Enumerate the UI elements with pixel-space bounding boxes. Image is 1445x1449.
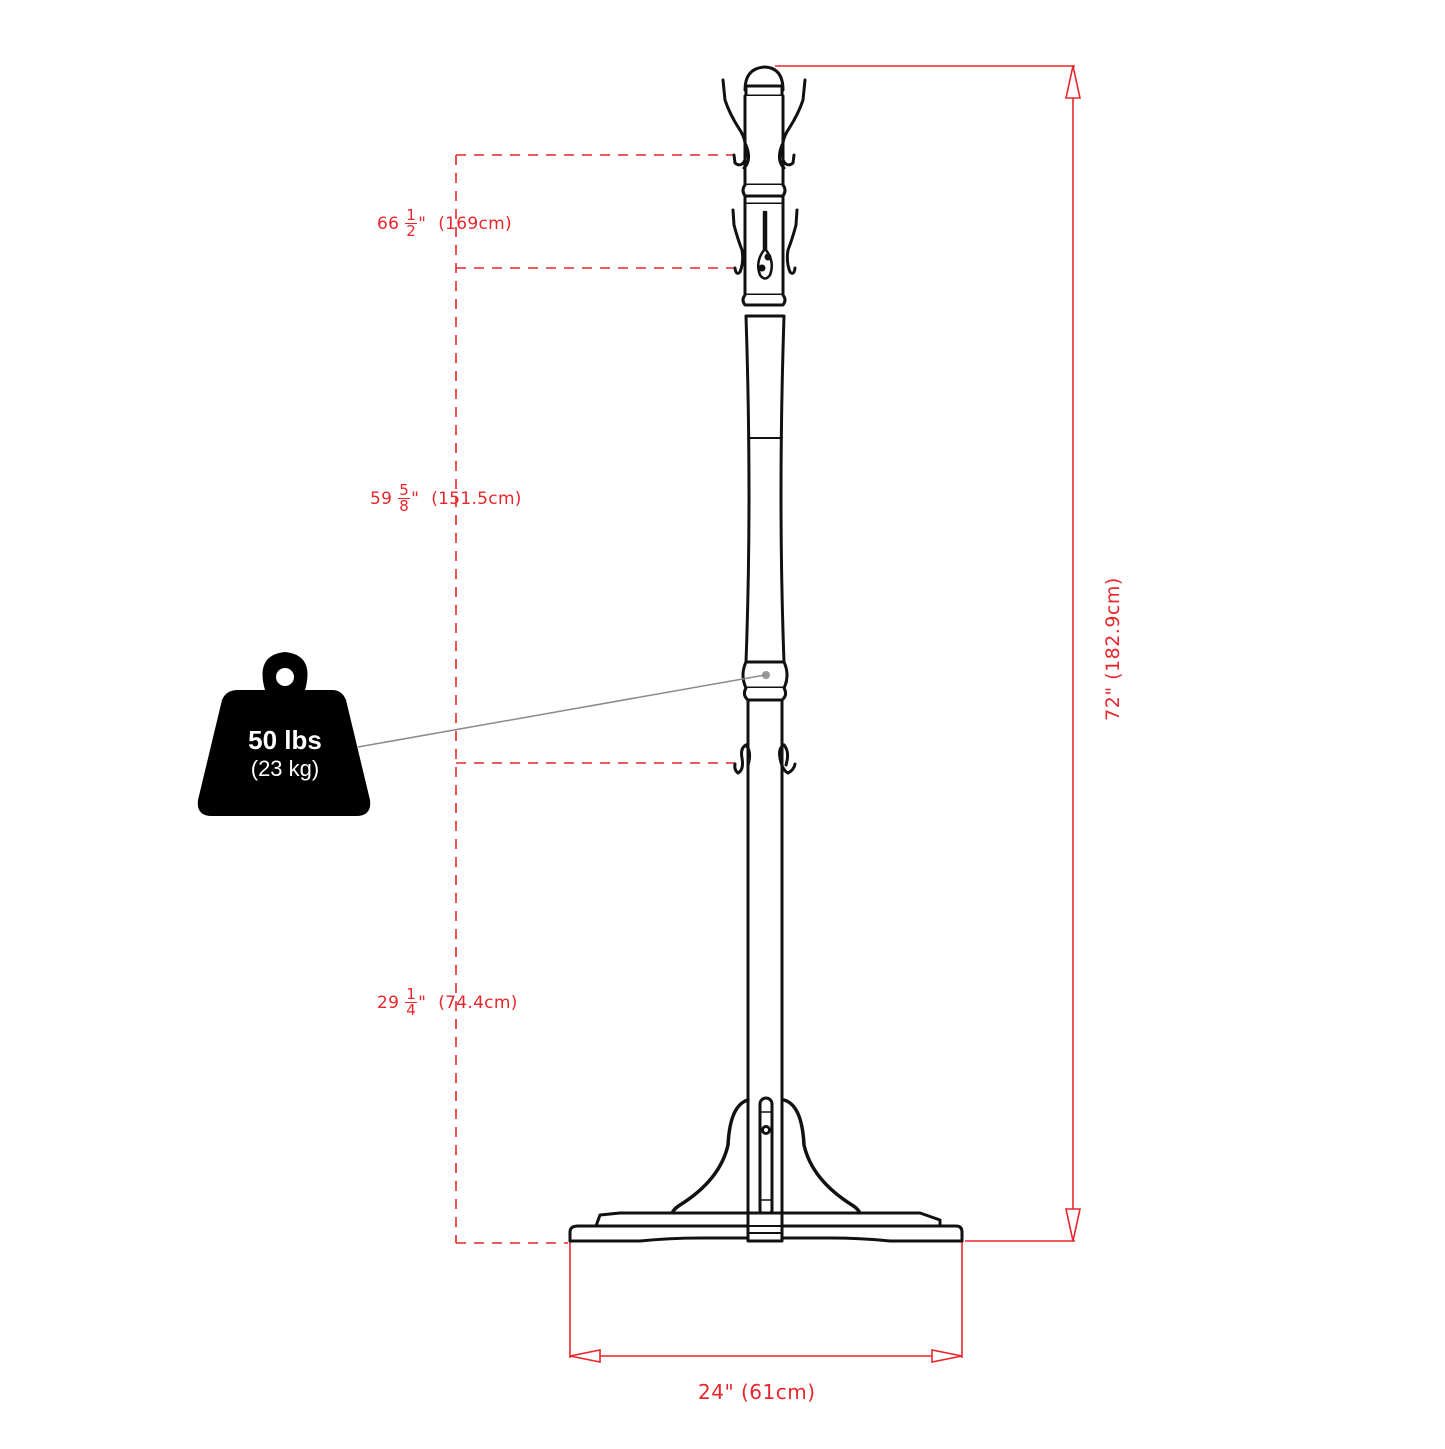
lower-hook-height-label: 29 1 4 " (74.4cm) xyxy=(377,985,518,1019)
middle-hook-height-label: 59 5 8 " (151.5cm) xyxy=(370,481,522,515)
weight-capacity: 50 lbs (23 kg) xyxy=(214,725,356,782)
weight-imperial: 50 lbs xyxy=(248,725,322,755)
top-hooks xyxy=(721,78,807,170)
fraction: 1 4 xyxy=(405,985,418,1019)
lower-hooks xyxy=(733,743,797,775)
total-height-label: 72" (182.9cm) xyxy=(1102,577,1124,721)
weight-metric: (23 kg) xyxy=(250,756,320,781)
coat-tree xyxy=(568,65,964,1243)
middle-hooks xyxy=(731,208,799,280)
dashed-guides xyxy=(455,154,735,1244)
base-width-dimension xyxy=(569,1241,963,1363)
fraction: 5 8 xyxy=(398,481,411,515)
leader-line xyxy=(357,674,766,748)
top-hook-height-label: 66 1 2 " (169cm) xyxy=(377,206,512,240)
weight-icon xyxy=(197,652,371,816)
total-height-dimension xyxy=(775,65,1081,1242)
base-width-label: 24" (61cm) xyxy=(698,1380,816,1404)
fraction: 1 2 xyxy=(405,206,418,240)
